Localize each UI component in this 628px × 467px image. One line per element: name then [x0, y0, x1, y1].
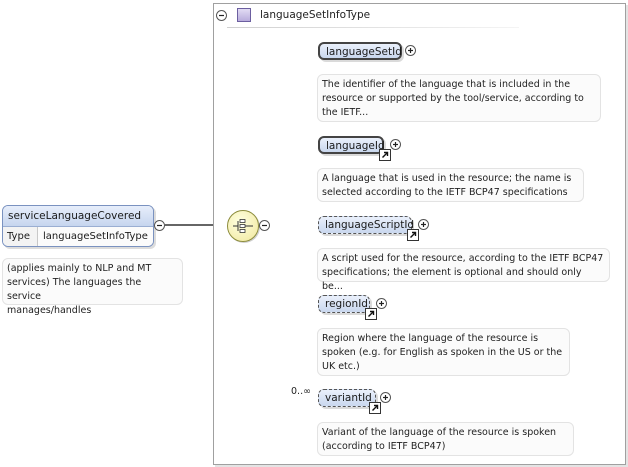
doc-line: The identifier of the language that is i…: [322, 79, 571, 90]
doc-line: Variant of the language of the resource …: [322, 427, 557, 438]
sequence-compositor-icon[interactable]: [227, 210, 259, 242]
doc-line: the IETF...: [322, 107, 369, 118]
doc-line: resource or supported by the tool/servic…: [322, 93, 584, 104]
reference-arrow-icon: [407, 229, 419, 241]
root-documentation: (applies mainly to NLP and MT services) …: [2, 258, 183, 316]
doc-line: selected according to the IETF BCP47 spe…: [322, 187, 568, 198]
element-languageId[interactable]: languageId: [318, 136, 385, 154]
expand-toggle-icon[interactable]: [418, 219, 429, 230]
doc-line: UK etc.): [322, 361, 360, 372]
reference-arrow-icon: [379, 149, 391, 161]
element-languageScriptId[interactable]: languageScriptId: [318, 216, 415, 234]
root-collapse-toggle-icon[interactable]: [154, 220, 165, 231]
element-variantId[interactable]: variantId: [318, 389, 376, 407]
doc-line: services) The languages the service: [7, 277, 142, 302]
element-name: regionId: [325, 298, 368, 310]
type-group-header: languageSetInfoType: [216, 5, 370, 25]
expand-toggle-icon[interactable]: [390, 139, 401, 150]
element-languageSetId[interactable]: languageSetId: [318, 42, 402, 60]
header-divider: [227, 27, 519, 28]
complex-type-icon: [237, 8, 251, 22]
root-type-row: Type languageSetInfoType: [3, 227, 153, 246]
type-group-title: languageSetInfoType: [260, 9, 371, 21]
root-element-name: serviceLanguageCovered: [3, 206, 153, 227]
element-name: languageId: [326, 140, 385, 152]
expand-toggle-icon[interactable]: [380, 392, 391, 403]
doc-line: (applies mainly to NLP and MT: [7, 263, 152, 274]
doc-line: (according to IETF BCP47): [322, 441, 446, 452]
element-name: languageSetId: [326, 46, 402, 58]
expand-toggle-icon[interactable]: [376, 298, 387, 309]
documentation-languageId: A language that is used in the resource;…: [317, 168, 584, 202]
documentation-regionId: Region where the language of the resourc…: [317, 328, 570, 376]
element-name: languageScriptId: [325, 219, 415, 231]
reference-arrow-icon: [369, 402, 381, 414]
element-name: variantId: [325, 392, 372, 404]
doc-line: specifications; the element is optional …: [322, 267, 582, 292]
reference-arrow-icon: [365, 308, 377, 320]
element-regionId[interactable]: regionId: [318, 295, 370, 313]
sequence-collapse-toggle-icon[interactable]: [259, 220, 270, 231]
doc-line: spoken (e.g. for English as spoken in th…: [322, 347, 563, 358]
documentation-variantId: Variant of the language of the resource …: [317, 422, 574, 456]
doc-line: A script used for the resource, accordin…: [322, 253, 604, 264]
doc-line: A language that is used in the resource;…: [322, 173, 572, 184]
doc-line: Region where the language of the resourc…: [322, 333, 539, 344]
occurrence-label: 0..∞: [291, 386, 311, 397]
collapse-toggle-icon[interactable]: [216, 9, 227, 21]
documentation-languageScriptId: A script used for the resource, accordin…: [317, 248, 610, 292]
doc-line: manages/handles: [7, 305, 92, 316]
root-element-box[interactable]: serviceLanguageCovered Type languageSetI…: [2, 205, 154, 247]
documentation-languageSetId: The identifier of the language that is i…: [317, 74, 601, 122]
type-value: languageSetInfoType: [38, 227, 153, 246]
expand-toggle-icon[interactable]: [405, 45, 416, 56]
type-label: Type: [3, 227, 38, 246]
type-group-box: [213, 3, 626, 465]
